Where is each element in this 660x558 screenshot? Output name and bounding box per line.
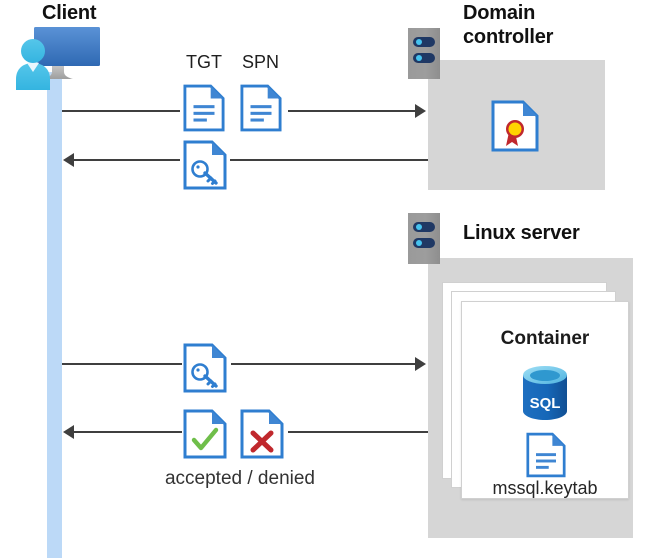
domain-controller-label-line2: controller [463, 25, 554, 48]
message-line-right [231, 363, 416, 365]
message-line-right [288, 110, 416, 112]
message-line-left [74, 159, 180, 161]
key-document-icon [183, 343, 227, 393]
linux-server-actor[interactable]: Linux server [408, 213, 628, 265]
certificate-document-icon [491, 100, 539, 152]
client-label: Client [42, 2, 97, 24]
container-title: Container [500, 328, 590, 349]
key-document-icon [183, 140, 227, 190]
client-lifeline [47, 72, 62, 558]
message-line-left [74, 431, 182, 433]
client-actor[interactable]: Client [8, 2, 138, 94]
message-line-left [62, 110, 180, 112]
arrow-head-right [415, 357, 426, 371]
client-computer-user-icon [12, 24, 104, 90]
domain-controller-actor[interactable]: Domain controller [408, 2, 618, 79]
check-document-icon [183, 409, 227, 459]
container-card-front[interactable]: Container SQL [461, 301, 629, 499]
spn-label: SPN [242, 52, 280, 72]
message-line-left [62, 363, 182, 365]
text-document-icon [183, 84, 225, 132]
auth-result-caption: accepted / denied [164, 468, 315, 489]
message-tgt-spn[interactable]: TGT SPN [0, 0, 660, 150]
message-ticket-presented[interactable] [0, 0, 660, 420]
svg-text:SQL: SQL [530, 395, 561, 412]
keytab-document-icon [526, 432, 566, 478]
text-document-icon [240, 84, 282, 132]
tgt-label: TGT [186, 52, 222, 72]
server-rack-icon-bars [408, 213, 440, 264]
message-service-ticket[interactable] [0, 0, 660, 210]
keytab-label: mssql.keytab [492, 478, 598, 498]
message-line-right [288, 431, 428, 433]
sql-database-icon: SQL [520, 364, 570, 422]
server-rack-icon [408, 28, 440, 79]
domain-controller-label-line1: Domain [463, 2, 536, 24]
cross-document-icon [240, 409, 284, 459]
domain-controller-label: Domain controller [463, 2, 553, 49]
arrow-head-right [415, 104, 426, 118]
message-auth-result[interactable]: accepted / denied [0, 0, 660, 510]
arrow-head-left [63, 425, 74, 439]
linux-server-label: Linux server [463, 222, 580, 244]
container-card-stack[interactable]: Container SQL [442, 282, 629, 499]
message-line-right [230, 159, 428, 161]
arrow-head-left [63, 153, 74, 167]
